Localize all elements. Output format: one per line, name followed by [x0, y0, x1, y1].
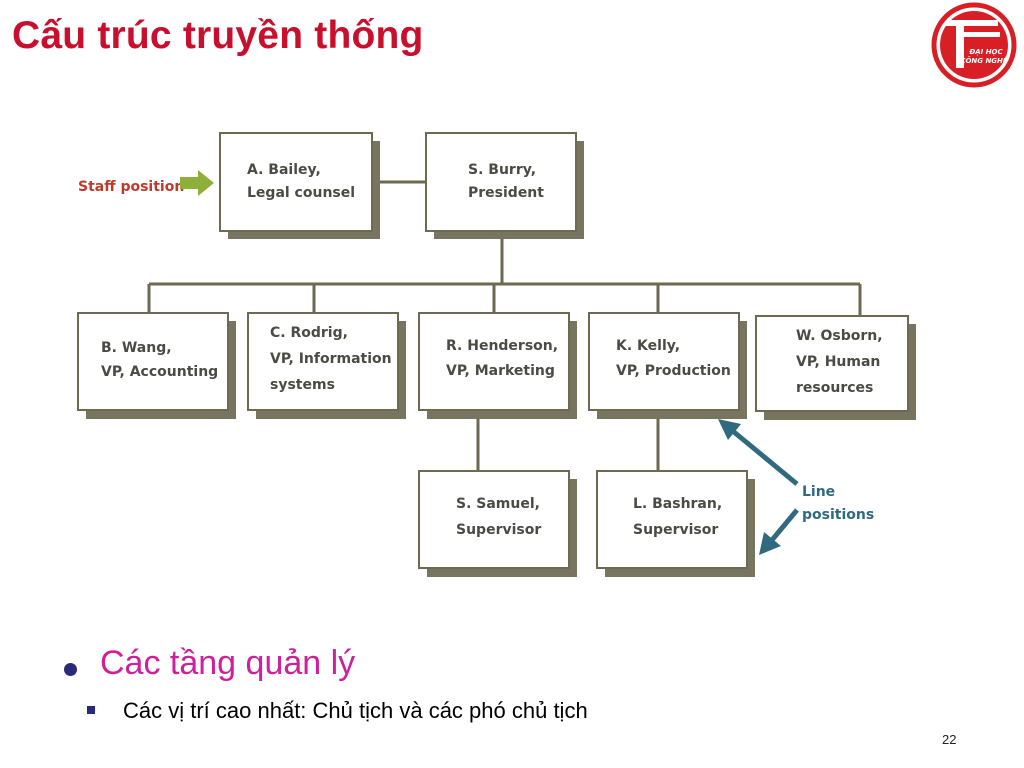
- box-osborn-line2: VP, Human: [796, 354, 880, 370]
- box-henderson: R. Henderson, VP, Marketing: [418, 312, 577, 419]
- box-henderson-line1: R. Henderson,: [446, 338, 558, 354]
- bullet-level1: Các tầng quản lý: [100, 644, 356, 682]
- logo-text-top: ĐẠI HỌC: [968, 48, 1003, 56]
- staff-arrow-icon: [180, 170, 214, 196]
- box-osborn-line3: resources: [796, 380, 873, 396]
- box-bailey-line1: A. Bailey,: [247, 162, 321, 178]
- box-bailey-line2: Legal counsel: [247, 185, 355, 201]
- box-henderson-line2: VP, Marketing: [446, 363, 555, 379]
- bullet-dot-icon: [64, 663, 77, 676]
- box-wang: B. Wang, VP, Accounting: [77, 312, 236, 419]
- box-wang-line2: VP, Accounting: [101, 364, 218, 380]
- page-number: 22: [942, 732, 957, 747]
- box-kelly-line2: VP, Production: [616, 363, 731, 379]
- connector-lines: [147, 180, 862, 471]
- box-rodrig-line1: C. Rodrig,: [270, 325, 348, 341]
- box-wang-line1: B. Wang,: [101, 340, 172, 356]
- box-bashran-line2: Supervisor: [633, 522, 718, 538]
- box-samuel: S. Samuel, Supervisor: [418, 470, 577, 577]
- box-kelly: K. Kelly, VP, Production: [588, 312, 747, 419]
- line-positions-label-line2: positions: [802, 507, 874, 523]
- box-bailey: A. Bailey, Legal counsel: [219, 132, 380, 239]
- bullet-level2: Các vị trí cao nhất: Chủ tịch và các phó…: [123, 698, 588, 723]
- box-burry-line1: S. Burry,: [468, 162, 536, 178]
- box-bashran-line1: L. Bashran,: [633, 496, 722, 512]
- box-rodrig-line2: VP, Information: [270, 351, 392, 367]
- box-burry: S. Burry, President: [425, 132, 584, 239]
- box-rodrig: C. Rodrig, VP, Information systems: [247, 312, 406, 419]
- box-burry-line2: President: [468, 185, 544, 201]
- line-arrow-up-icon: [718, 419, 799, 486]
- box-osborn: W. Osborn, VP, Human resources: [755, 315, 916, 420]
- box-samuel-line2: Supervisor: [456, 522, 541, 538]
- university-logo: ĐẠI HỌC CÔNG NGHỆ: [931, 2, 1017, 88]
- box-rodrig-line3: systems: [270, 377, 335, 393]
- line-arrow-down-icon: [759, 508, 799, 555]
- box-samuel-line1: S. Samuel,: [456, 496, 540, 512]
- box-kelly-line1: K. Kelly,: [616, 338, 680, 354]
- org-chart: A. Bailey, Legal counsel S. Burry, Presi…: [77, 132, 916, 577]
- slide-title: Cấu trúc truyền thống: [12, 14, 424, 57]
- box-bashran: L. Bashran, Supervisor: [596, 470, 755, 577]
- line-positions-label-line1: Line: [802, 484, 835, 500]
- logo-text-bottom: CÔNG NGHỆ: [960, 56, 1008, 65]
- bullet-square-icon: [87, 706, 95, 714]
- box-osborn-line1: W. Osborn,: [796, 328, 883, 344]
- staff-position-label: Staff position: [78, 179, 184, 195]
